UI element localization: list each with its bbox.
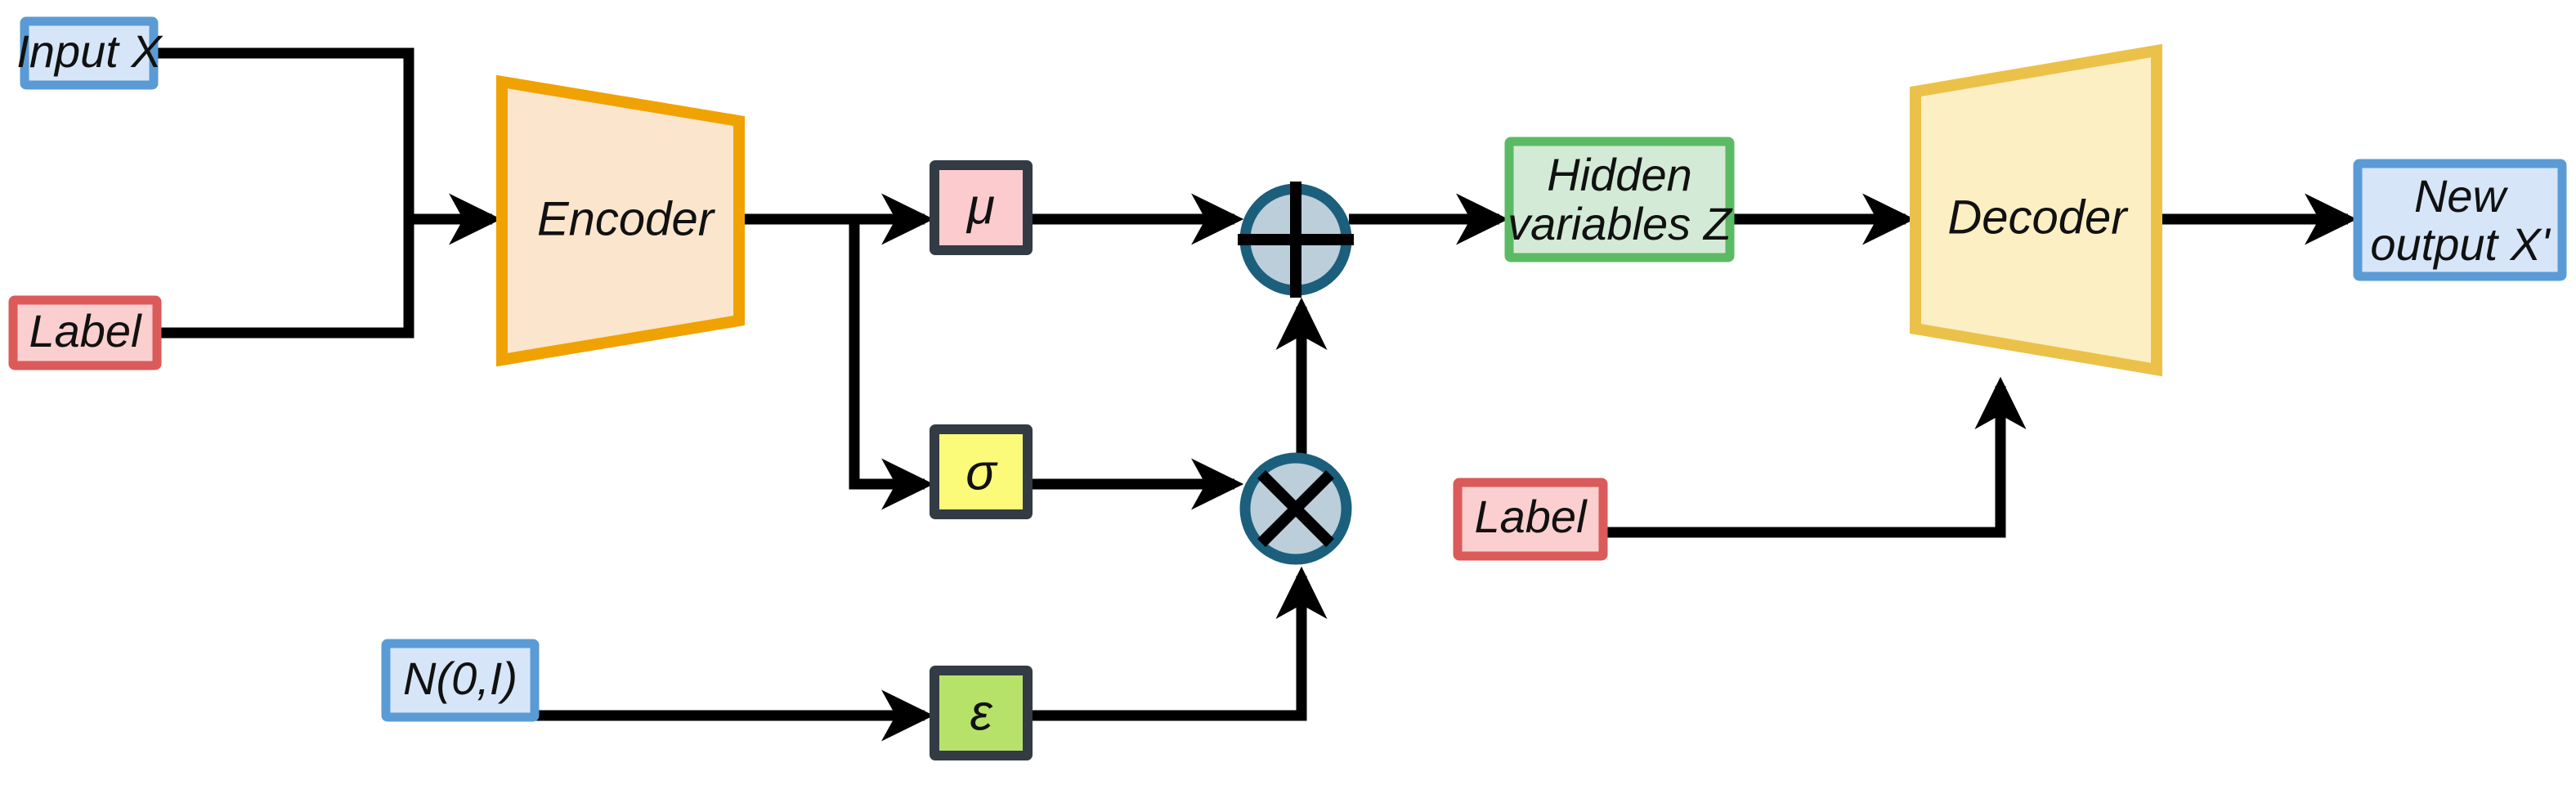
- multiply-icon-stroke-2: [1257, 470, 1334, 547]
- edges-layer: [154, 47, 2358, 742]
- label-left-text: Label: [29, 305, 142, 357]
- epsilon-box: [930, 666, 1033, 760]
- sigma-box: [930, 424, 1033, 519]
- label-left-box: [8, 295, 162, 370]
- new-output-box: [2353, 159, 2567, 281]
- edge-encoder-to-sigma: [849, 219, 934, 510]
- decoder-label: Decoder: [1947, 191, 2129, 244]
- node-hidden-z[interactable]: Hidden variables Z: [1504, 137, 1735, 262]
- epsilon-label: ε: [970, 684, 992, 741]
- label-right-box: [1453, 478, 1608, 561]
- new-output-label-line2: output X': [2370, 218, 2551, 270]
- node-label-left[interactable]: Label: [8, 295, 162, 370]
- node-mu[interactable]: μ: [930, 160, 1033, 255]
- normal-prior-box: [381, 639, 540, 722]
- node-add-operator[interactable]: [1238, 182, 1354, 298]
- input-x-box: [20, 16, 159, 90]
- mu-box: [930, 160, 1033, 255]
- edge-input-x-to-encoder: [154, 47, 414, 219]
- edge-label-right-to-decoder: [1603, 376, 2027, 538]
- encoder-label: Encoder: [537, 192, 716, 245]
- hidden-z-box: [1504, 137, 1735, 262]
- new-output-label-line1: New: [2414, 170, 2509, 222]
- encoder-shape: [496, 74, 745, 367]
- input-x-label: Input X: [16, 25, 164, 77]
- node-decoder[interactable]: Decoder: [1910, 43, 2162, 377]
- edge-epsilon-to-multiply: [1028, 566, 1328, 721]
- node-normal-prior[interactable]: N(0,I): [381, 639, 540, 722]
- node-sigma[interactable]: σ: [930, 424, 1033, 519]
- normal-prior-label: N(0,I): [403, 653, 517, 704]
- node-label-right[interactable]: Label: [1453, 478, 1608, 561]
- label-right-text: Label: [1474, 491, 1588, 542]
- node-epsilon[interactable]: ε: [930, 666, 1033, 760]
- sigma-label: σ: [965, 444, 998, 500]
- node-multiply-operator[interactable]: [1239, 452, 1352, 565]
- mu-label: μ: [965, 178, 995, 235]
- edge-label-left-to-encoder: [157, 219, 414, 339]
- hidden-z-label-line2: variables Z: [1508, 198, 1733, 249]
- decoder-shape: [1910, 43, 2162, 377]
- node-encoder[interactable]: Encoder: [496, 74, 745, 367]
- node-new-output[interactable]: New output X': [2353, 159, 2567, 281]
- node-input-x[interactable]: Input X: [16, 16, 164, 90]
- hidden-z-label-line1: Hidden: [1547, 149, 1691, 200]
